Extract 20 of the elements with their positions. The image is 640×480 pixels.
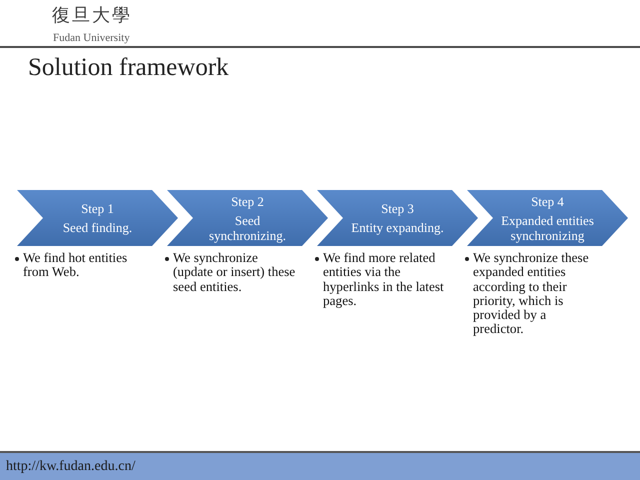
- step-description: We synchronize these expanded entities according to their priority, which is provided by a predictor.: [473, 251, 590, 337]
- step-number: Step 1: [80, 201, 115, 216]
- step-title: Seed synchronizing.: [208, 212, 287, 242]
- university-name-chinese: 復旦大學: [52, 4, 132, 28]
- process-step: [167, 190, 328, 246]
- step-title: Expanded entities synchronizing: [500, 212, 595, 242]
- step-number: Step 2: [230, 194, 265, 208]
- step-number: Step 3: [380, 201, 415, 216]
- university-name: Fudan University: [53, 32, 130, 45]
- step-number: Step 4: [530, 194, 565, 208]
- step-title: Entity expanding.: [350, 220, 445, 235]
- step-description: We find hot entities from Web.: [23, 251, 128, 280]
- process-step: [317, 190, 478, 246]
- process-step: [17, 190, 178, 246]
- website-url: http://kw.fudan.edu.cn/: [6, 459, 136, 475]
- step-description: We find more related entities via the hyperlinks in the latest pages.: [323, 251, 445, 308]
- slide-title: Solution framework: [28, 53, 229, 83]
- process-step: [467, 190, 628, 246]
- step-description: We synchronize (update or insert) these seed entities.: [173, 251, 296, 294]
- step-title: Seed finding.: [62, 220, 134, 235]
